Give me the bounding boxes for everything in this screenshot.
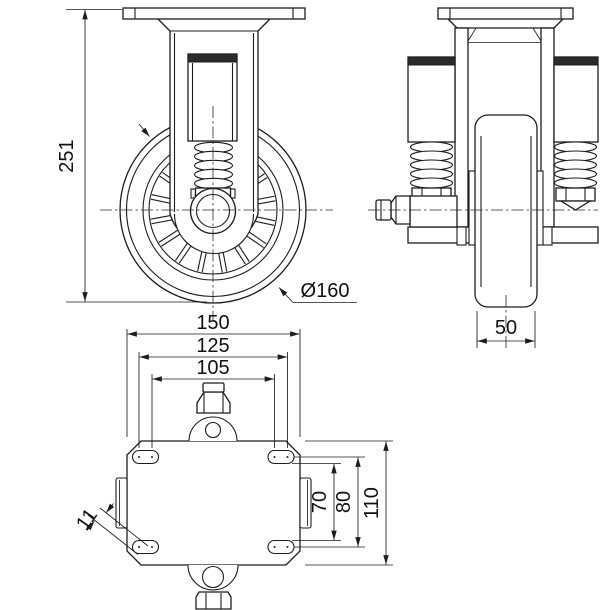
plate-side-tabs bbox=[115, 477, 312, 529]
bolt-slots bbox=[131, 449, 295, 555]
top-plate-front bbox=[122, 7, 306, 20]
dim-text-110: 110 bbox=[361, 487, 383, 519]
dim-text-150: 150 bbox=[196, 312, 229, 334]
coil-spring-front bbox=[193, 141, 234, 190]
wheel-side bbox=[474, 114, 538, 308]
dimension-bolt-spacing-inner: 105 bbox=[151, 357, 275, 448]
dim-text-50: 50 bbox=[495, 317, 517, 339]
dim-text-11: 11 bbox=[72, 505, 102, 535]
dimension-wheel-diameter: Ø160 bbox=[138, 123, 357, 303]
hub-boss-bottom bbox=[187, 564, 239, 610]
spring-housing-front bbox=[187, 53, 238, 142]
dim-text-wheel-diameter: Ø160 bbox=[301, 280, 350, 302]
dimension-overall-height: 251 bbox=[56, 9, 207, 303]
side-view: 50 bbox=[368, 7, 599, 348]
dimension-wheel-width: 50 bbox=[476, 311, 536, 348]
dim-text-125: 125 bbox=[196, 335, 229, 357]
plan-view: 150 125 105 70 80 bbox=[72, 312, 393, 610]
dimension-bolt-spacing-outer: 125 bbox=[138, 335, 288, 448]
dimension-slot-spacing-centers: 80 bbox=[294, 456, 365, 548]
dimension-slot-spacing-inner: 70 bbox=[292, 463, 341, 541]
dim-text-105: 105 bbox=[196, 357, 229, 379]
spring-housings-side bbox=[407, 56, 599, 143]
dimension-plate-length: 150 bbox=[126, 312, 301, 437]
dim-text-70: 70 bbox=[309, 491, 331, 513]
top-plate-side bbox=[437, 7, 574, 43]
coil-spring-side-left bbox=[409, 141, 454, 189]
dim-text-251: 251 bbox=[56, 139, 78, 172]
dim-text-80: 80 bbox=[333, 491, 355, 513]
front-view: 251 Ø160 bbox=[56, 7, 357, 320]
hub-boss-top bbox=[188, 382, 238, 442]
axle-nut-side bbox=[375, 195, 458, 228]
dimension-plate-width: 110 bbox=[305, 440, 393, 566]
coil-spring-side-right bbox=[553, 141, 598, 189]
